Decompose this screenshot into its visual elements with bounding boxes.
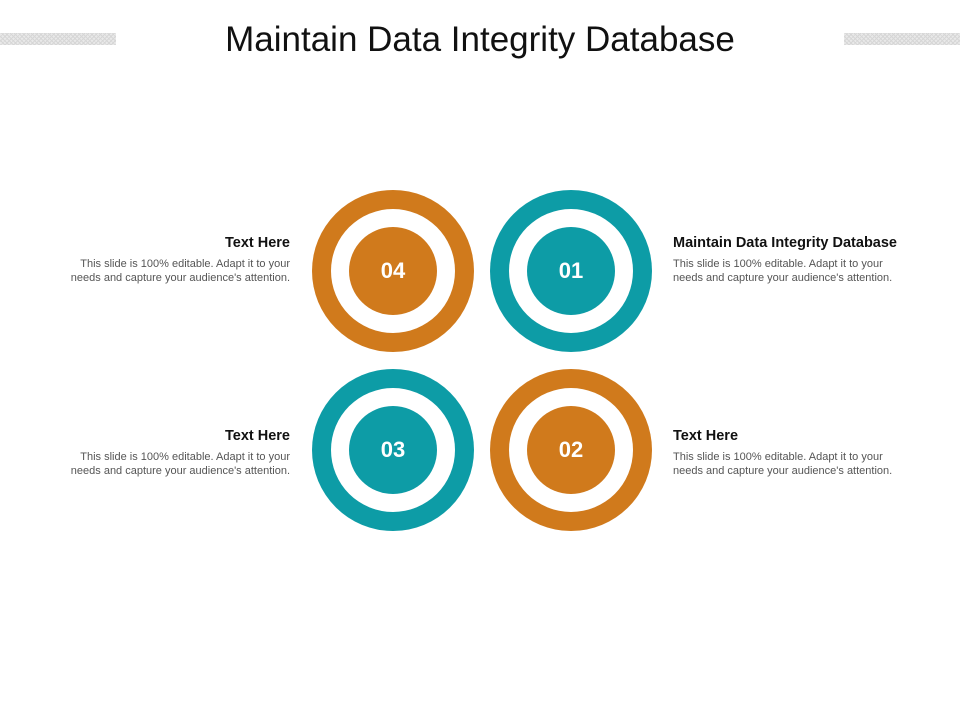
- text-block-04-body-line1: This slide is 100% editable. Adapt it to…: [80, 258, 290, 270]
- text-block-01: Maintain Data Integrity Database This sl…: [673, 234, 933, 285]
- text-block-04: Text Here This slide is 100% editable. A…: [30, 234, 290, 285]
- text-block-03-heading: Text Here: [224, 428, 290, 444]
- decorative-pattern-right: [844, 33, 960, 45]
- text-block-04-heading: Text Here: [224, 235, 290, 251]
- text-block-01-body: This slide is 100% editable. Adapt it to…: [673, 257, 933, 285]
- text-block-02: Text Here This slide is 100% editable. A…: [673, 427, 933, 478]
- text-block-01-heading: Maintain Data Integrity Database: [673, 235, 897, 251]
- decorative-pattern-left: [0, 33, 116, 45]
- ring-02-number: 02: [527, 406, 615, 494]
- ring-03-number: 03: [349, 406, 437, 494]
- ring-01: 01: [490, 190, 652, 352]
- text-block-03-body-line2: needs and capture your audience's attent…: [70, 465, 290, 477]
- text-block-03: Text Here This slide is 100% editable. A…: [30, 427, 290, 478]
- slide-title: Maintain Data Integrity Database: [225, 20, 735, 59]
- text-block-02-heading: Text Here: [673, 428, 739, 444]
- text-block-02-body-line1: This slide is 100% editable. Adapt it to…: [673, 451, 883, 463]
- ring-03: 03: [312, 369, 474, 531]
- text-block-04-body: This slide is 100% editable. Adapt it to…: [30, 257, 290, 285]
- ring-01-number: 01: [527, 227, 615, 315]
- ring-04: 04: [312, 190, 474, 352]
- text-block-03-body: This slide is 100% editable. Adapt it to…: [30, 450, 290, 478]
- text-block-01-body-line2: needs and capture your audience's attent…: [673, 272, 893, 284]
- text-block-02-body: This slide is 100% editable. Adapt it to…: [673, 450, 933, 478]
- text-block-03-body-line1: This slide is 100% editable. Adapt it to…: [80, 451, 290, 463]
- ring-02: 02: [490, 369, 652, 531]
- text-block-02-body-line2: needs and capture your audience's attent…: [673, 465, 893, 477]
- text-block-01-body-line1: This slide is 100% editable. Adapt it to…: [673, 258, 883, 270]
- text-block-04-body-line2: needs and capture your audience's attent…: [70, 272, 290, 284]
- ring-04-number: 04: [349, 227, 437, 315]
